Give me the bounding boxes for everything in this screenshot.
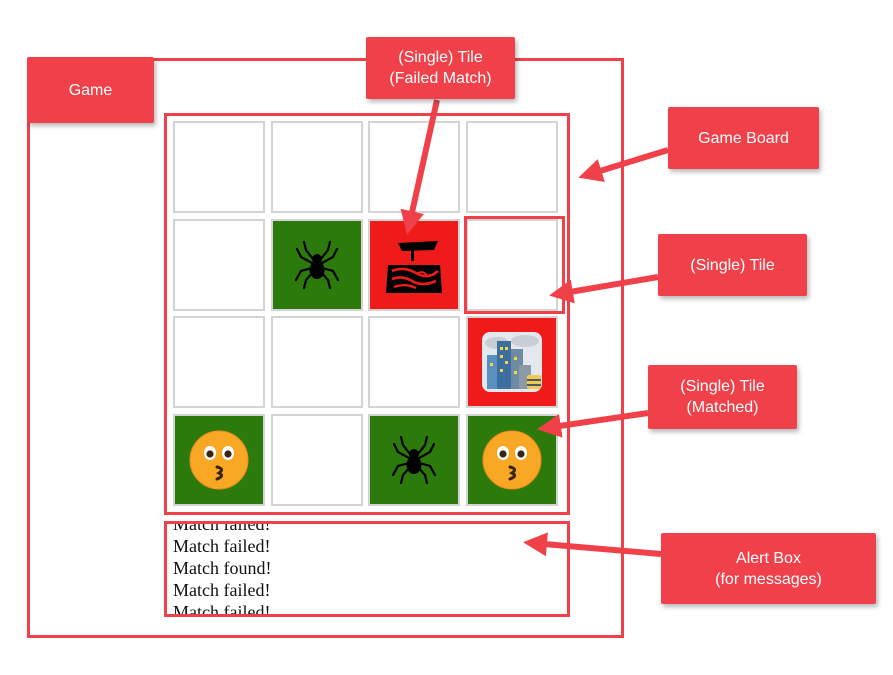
single-tile-highlight	[464, 216, 565, 314]
kissing-face-icon	[188, 429, 250, 491]
cityscape-icon	[481, 331, 543, 393]
volcano-map-icon	[384, 235, 444, 295]
alert-message: Match failed!	[173, 602, 271, 617]
tile-hidden[interactable]	[368, 121, 460, 213]
game-label: Game	[27, 57, 154, 123]
tile-failed[interactable]	[466, 316, 558, 408]
alert-box-label: Alert Box (for messages)	[661, 533, 876, 604]
tile-hidden[interactable]	[466, 121, 558, 213]
game-board-frame	[164, 113, 570, 515]
game-board-label: Game Board	[668, 107, 819, 169]
spider-icon	[391, 435, 437, 485]
kissing-face-icon	[481, 429, 543, 491]
alert-message: Match failed!	[173, 521, 271, 534]
tile-matched[interactable]	[368, 414, 460, 506]
tile-matched[interactable]	[271, 219, 363, 311]
alert-message: Match failed!	[173, 580, 271, 600]
tile-hidden[interactable]	[173, 316, 265, 408]
tile-matched[interactable]	[466, 414, 558, 506]
alert-message: Match failed!	[173, 536, 271, 556]
failed-match-tile-label: (Single) Tile (Failed Match)	[366, 37, 515, 99]
alert-message: Match found!	[173, 558, 272, 578]
single-tile-label: (Single) Tile	[658, 234, 807, 296]
tile-hidden[interactable]	[271, 316, 363, 408]
spider-icon	[294, 240, 340, 290]
alert-box: Match failed!Match failed!Match found!Ma…	[164, 521, 570, 617]
tile-failed[interactable]	[368, 219, 460, 311]
tile-hidden[interactable]	[368, 316, 460, 408]
game-frame	[27, 58, 624, 638]
tile-hidden[interactable]	[173, 121, 265, 213]
tile-hidden[interactable]	[466, 219, 558, 311]
tile-matched[interactable]	[173, 414, 265, 506]
tile-hidden[interactable]	[173, 219, 265, 311]
alert-messages: Match failed!Match failed!Match found!Ma…	[173, 521, 272, 617]
tile-hidden[interactable]	[271, 121, 363, 213]
matched-tile-label: (Single) Tile (Matched)	[648, 365, 797, 429]
tile-hidden[interactable]	[271, 414, 363, 506]
